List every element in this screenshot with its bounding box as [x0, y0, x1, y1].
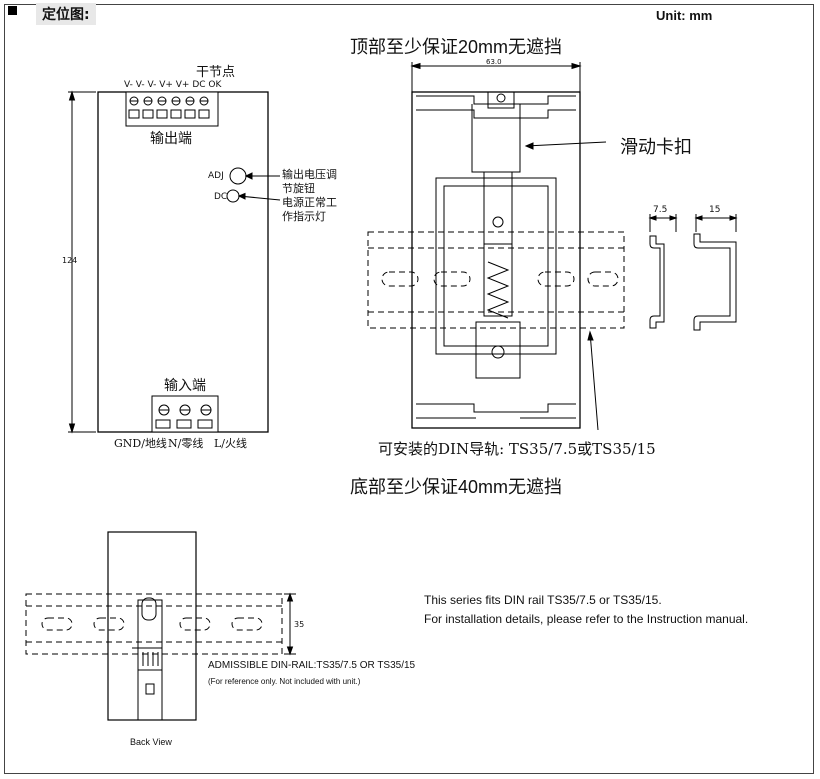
dc-led-icon	[226, 189, 240, 203]
unit-label: Unit: mm	[656, 8, 713, 23]
output-terminal-screws	[128, 96, 210, 119]
side-view-drawing	[367, 62, 625, 431]
front-view-drawing	[68, 90, 281, 434]
adj-desc-line1: 输出电压调	[282, 168, 337, 181]
note-line-2: For installation details, please refer t…	[424, 612, 749, 626]
dry-contact-label: 干节点	[196, 65, 236, 80]
note-line-1: This series fits DIN rail TS35/7.5 or TS…	[424, 593, 662, 607]
adj-label: ADJ	[208, 171, 224, 181]
bottom-clearance-value: 40mm	[458, 477, 509, 497]
output-terminal-labels: V- V- V- V+ V+ DC OK	[124, 80, 222, 90]
back-view-caption: Back View	[130, 737, 172, 747]
dc-desc-line1: 电源正常工	[282, 196, 337, 209]
input-l-label: L/火线	[214, 437, 248, 450]
input-n-label: N/零线	[168, 437, 204, 450]
adj-desc-line2: 节旋钮	[282, 182, 315, 195]
input-terminal-label: 输入端	[164, 378, 206, 394]
header-bullet-icon	[8, 6, 17, 15]
top-clearance-suffix: 无遮挡	[508, 37, 563, 58]
input-terminal-screws	[155, 404, 213, 429]
adj-knob-icon	[229, 167, 247, 185]
dc-label: DC	[214, 192, 228, 202]
bottom-clearance-note: 底部至少保证40mm无遮挡	[350, 473, 562, 499]
reference-note: (For reference only. Not included with u…	[208, 677, 361, 686]
rail-profile-drawings	[648, 214, 738, 331]
dc-desc-line2: 作指示灯	[282, 210, 326, 223]
input-gnd-label: GND/地线	[114, 437, 167, 450]
bottom-clearance-label: 底部至少保证	[350, 477, 458, 498]
top-clearance-value: 20mm	[458, 37, 509, 57]
rail-depth-dim-15: 15	[709, 205, 721, 215]
back-view-drawing	[25, 531, 296, 721]
top-clearance-note: 顶部至少保证20mm无遮挡	[350, 33, 562, 59]
din-rail-compat-label: 可安装的DIN导轨: TS35/7.5或TS35/15	[378, 440, 656, 458]
rail-height-dimension: 35	[294, 620, 305, 629]
bottom-clearance-suffix: 无遮挡	[508, 477, 563, 498]
output-terminal-label: 输出端	[150, 131, 192, 147]
slider-clip-label: 滑动卡扣	[620, 137, 692, 158]
admissible-rail-label: ADMISSIBLE DIN-RAIL:TS35/7.5 OR TS35/15	[208, 660, 416, 671]
height-dimension: 124	[62, 256, 78, 265]
section-title: 定位图:	[36, 3, 96, 25]
width-dimension: 63.0	[486, 58, 502, 66]
drawing-frame	[4, 4, 814, 774]
rail-depth-dim-7-5: 7.5	[653, 205, 668, 215]
top-clearance-label: 顶部至少保证	[350, 37, 458, 58]
